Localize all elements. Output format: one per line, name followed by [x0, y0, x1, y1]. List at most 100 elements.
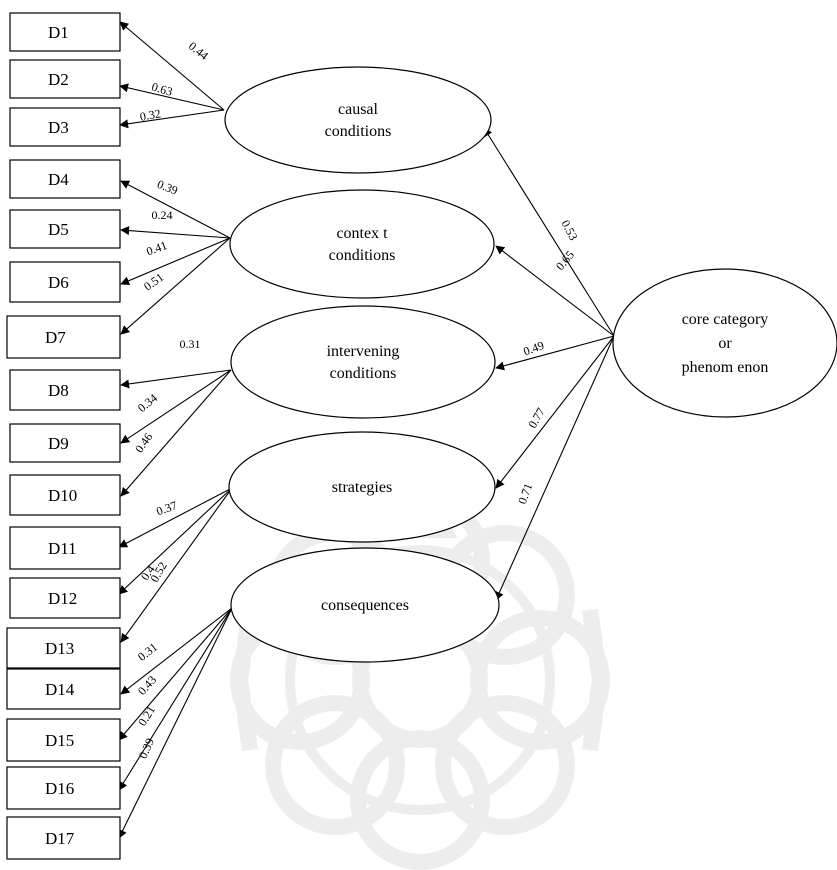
loading-weight-d4: 0.39	[155, 177, 180, 198]
indicator-box-outline	[9, 423, 121, 463]
category-label-line: conditions	[325, 123, 392, 140]
indicator-box-d5: D5	[9, 209, 121, 249]
indicator-box-d3: D3	[9, 107, 121, 147]
loading-edge-d8	[120, 369, 232, 389]
indicator-box-outline	[9, 12, 121, 52]
indicator-box-outline	[9, 59, 121, 99]
core-label-line: core category	[682, 311, 769, 328]
indicator-box-d4: D4	[9, 159, 121, 199]
indicator-box-outline	[9, 369, 121, 411]
loading-edge-d3	[119, 109, 225, 129]
indicator-box-d11: D11	[9, 526, 121, 570]
category-label-line: causal	[338, 101, 379, 118]
indicator-label-d12: D12	[48, 589, 77, 608]
indicator-box-d15: D15	[6, 718, 121, 762]
loading-weight-d1: 0.44	[186, 39, 211, 63]
indicator-box-d10: D10	[9, 474, 121, 516]
core-edge-weight-strategies: 0.77	[525, 405, 548, 430]
core-edge-weight-context: 0.65	[553, 248, 577, 273]
core-label-line: or	[718, 335, 732, 352]
indicator-label-d17: D17	[45, 829, 75, 848]
core-edge-context	[495, 245, 615, 337]
category-node-consequences: consequences	[230, 547, 500, 663]
loading-weight-d15: 0.43	[135, 673, 159, 698]
indicator-box-outline	[9, 474, 121, 516]
indicator-label-d6: D6	[48, 273, 69, 292]
core-edge-causal	[483, 127, 615, 337]
loading-edge-d2	[119, 83, 225, 111]
category-label-line: intervening	[327, 343, 400, 360]
loading-weight-d17: 0.39	[136, 736, 157, 761]
indicator-label-d3: D3	[48, 118, 69, 137]
category-ellipse	[229, 189, 495, 299]
core-ellipse	[612, 268, 837, 418]
category-label-line: strategies	[332, 479, 392, 496]
core-edge-consequences	[495, 335, 615, 601]
indicator-label-d15: D15	[45, 731, 74, 750]
loading-edge-d14	[120, 607, 233, 695]
category-label-line: conditions	[329, 247, 396, 264]
indicator-box-d12: D12	[9, 577, 121, 619]
loading-edge-d16	[118, 607, 233, 791]
indicator-box-d6: D6	[9, 261, 121, 303]
indicator-box-outline	[6, 816, 121, 860]
indicator-box-outline	[6, 315, 121, 359]
indicator-box-outline	[6, 627, 121, 669]
indicator-box-d17: D17	[6, 816, 121, 860]
loading-edge-d15	[118, 607, 233, 741]
indicator-label-d8: D8	[48, 381, 69, 400]
loading-weight-d3: 0.32	[139, 106, 162, 123]
indicator-label-d1: D1	[48, 23, 69, 42]
indicator-box-outline	[6, 766, 121, 810]
loading-edge-d11	[118, 487, 233, 548]
category-ellipse	[230, 305, 496, 419]
loading-edge-d1	[119, 21, 225, 111]
indicator-label-d10: D10	[48, 486, 77, 505]
indicator-label-d16: D16	[45, 779, 74, 798]
indicator-label-d5: D5	[48, 220, 69, 239]
loading-edge-d7	[120, 237, 231, 335]
indicator-box-outline	[9, 107, 121, 147]
loading-weight-d11: 0.37	[154, 498, 179, 518]
loading-weight-d2: 0.63	[150, 80, 174, 99]
category-label-line: consequences	[321, 597, 409, 614]
loading-weight-d5: 0.24	[152, 208, 173, 222]
category-node-causal: causal conditions	[224, 66, 492, 174]
indicator-label-d11: D11	[48, 539, 77, 558]
category-node-strategies: strategies	[228, 431, 496, 543]
indicator-label-d4: D4	[48, 170, 69, 189]
indicator-box-outline	[9, 261, 121, 303]
indicator-label-d9: D9	[48, 434, 69, 453]
indicator-box-outline	[6, 668, 121, 710]
indicator-box-d1: D1	[9, 12, 121, 52]
loading-weight-d14: 0.31	[135, 640, 160, 664]
loading-edge-d6	[120, 237, 231, 285]
indicator-box-outline	[9, 159, 121, 199]
indicator-box-d9: D9	[9, 423, 121, 463]
indicator-box-outline	[9, 577, 121, 619]
indicator-box-d14: D14	[6, 668, 121, 710]
loading-edge-d9	[120, 369, 232, 444]
core-edge-weight-causal: 0.53	[558, 218, 580, 243]
loading-weight-d13: 0.52	[147, 559, 170, 584]
category-node-context: contex t conditions	[229, 189, 495, 299]
core-edge-weight-intervening: 0.49	[521, 338, 546, 358]
core-edge-intervening	[495, 335, 615, 371]
indicator-label-d2: D2	[48, 70, 69, 89]
indicator-label-d13: D13	[45, 639, 74, 658]
loading-edge-d13	[120, 487, 233, 643]
core-edge-strategies	[495, 335, 615, 489]
loading-edge-d10	[120, 369, 232, 497]
category-ellipse	[224, 66, 492, 174]
loading-edge-d17	[118, 607, 233, 839]
indicator-box-d8: D8	[9, 369, 121, 411]
category-label-line: contex t	[336, 225, 388, 242]
indicator-box-outline	[6, 718, 121, 762]
loading-weight-d6: 0.41	[144, 238, 169, 258]
loading-edge-d12	[118, 487, 233, 595]
indicator-box-outline	[9, 209, 121, 249]
indicator-box-d13: D13	[6, 627, 121, 669]
